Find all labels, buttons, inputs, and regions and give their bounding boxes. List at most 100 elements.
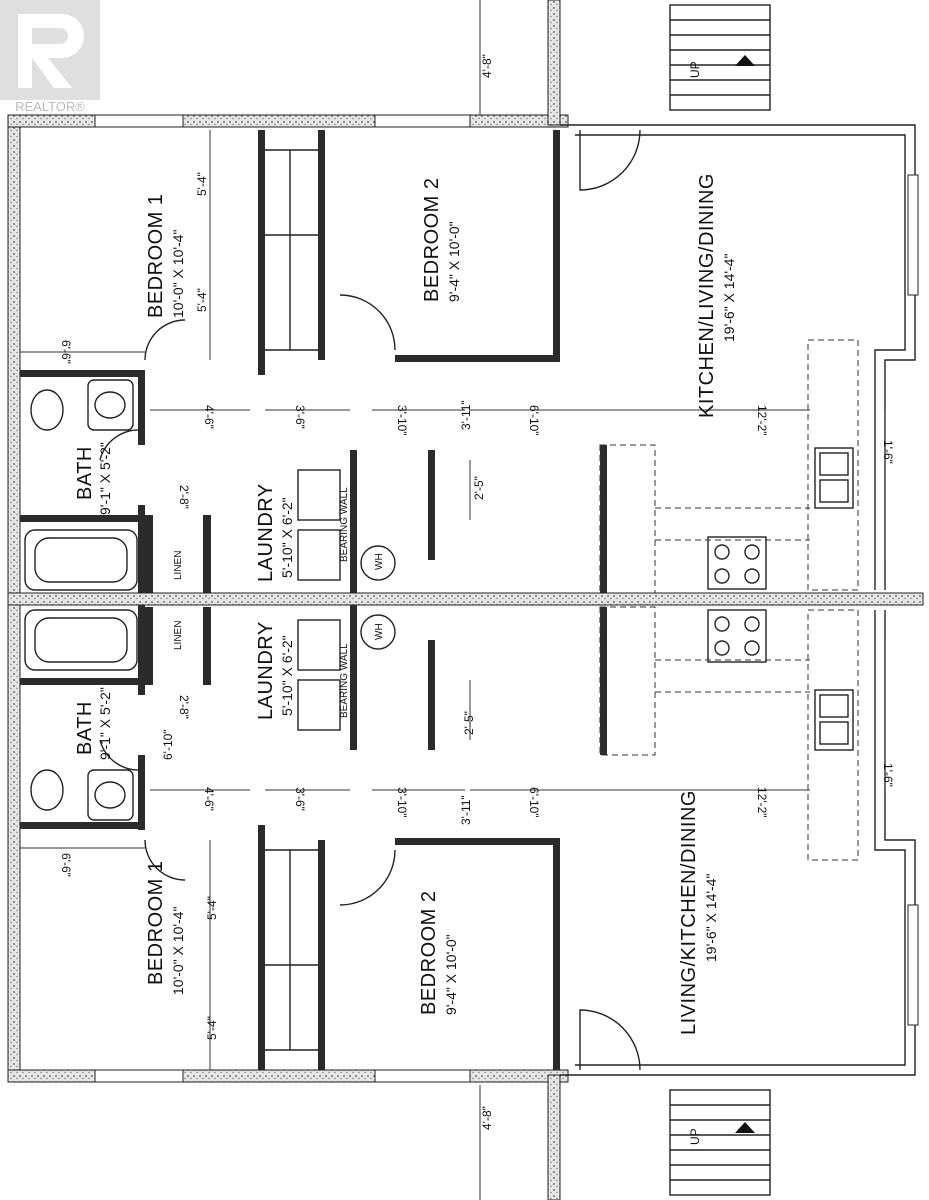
water-heater <box>360 545 396 581</box>
dim-bottom-4: 4'-6" <box>202 787 216 811</box>
sink-bowl <box>94 391 126 419</box>
wall <box>145 607 153 685</box>
window <box>94 1069 184 1083</box>
dim-bottom-12: 2'-8" <box>177 695 191 719</box>
bathtub-basin <box>34 537 128 583</box>
wall <box>428 640 435 750</box>
wall <box>138 370 145 445</box>
room-dims-laundry-bottom: 5'-10" X 6'-2" <box>279 635 295 716</box>
wall <box>258 825 265 1070</box>
exterior-wall-bottom <box>7 1069 569 1083</box>
dim-top-7: 3'-11" <box>459 400 473 430</box>
dim-bottom-1: 5'-4" <box>205 896 219 920</box>
dim-top-8: 6'-10" <box>527 405 541 436</box>
wall <box>20 822 145 829</box>
room-label-kitchen-bottom: LIVING/KITCHEN/DINING <box>678 790 700 1035</box>
room-label-laundry-top: LAUNDRY <box>255 483 277 582</box>
window <box>374 114 471 128</box>
wall <box>20 515 145 522</box>
toilet <box>30 389 64 431</box>
stairs-label-top: UP <box>688 61 702 78</box>
wall <box>138 505 145 595</box>
door-swing <box>339 294 396 351</box>
stair-wall <box>547 1074 561 1200</box>
burner <box>714 616 730 632</box>
wall <box>138 605 145 695</box>
room-label-laundry-bottom: LAUNDRY <box>255 621 277 720</box>
door-swing <box>144 839 186 881</box>
dim-top-10: 1'-6" <box>881 440 895 464</box>
room-dims-bedroom2-top: 9'-4" X 10'-0" <box>446 221 462 302</box>
dim-top-2: 5'-4" <box>195 288 209 312</box>
wall <box>553 130 560 362</box>
realtor-logo: REALTOR® <box>0 0 100 114</box>
window <box>374 1069 471 1083</box>
dim-bottom-2: 5'-4" <box>205 1016 219 1040</box>
wall <box>553 838 560 1070</box>
dim-top-12: 2'-8" <box>177 485 191 509</box>
counter-line <box>655 507 810 541</box>
wall <box>20 678 145 685</box>
logo-text: REALTOR® <box>15 99 85 114</box>
sink-basin <box>819 721 849 745</box>
burner <box>714 544 730 560</box>
exterior-wall-right <box>560 610 916 1076</box>
washer <box>297 619 341 671</box>
dimension-lines <box>20 640 886 1200</box>
dim-bottom-5: 3'-6" <box>293 787 307 811</box>
realtor-r-icon <box>18 14 84 88</box>
bearing-wall <box>350 450 357 595</box>
wall <box>600 445 607 593</box>
water-heater-label-top: WH <box>374 553 385 570</box>
wall <box>203 515 211 593</box>
door-swing <box>144 319 186 361</box>
room-label-bath-top: BATH <box>74 446 96 500</box>
dim-bottom-13: 6'-10" <box>161 729 175 760</box>
dim-top-6: 3'-10" <box>395 405 409 436</box>
bearing-wall-label-top: BEARING WALL <box>339 487 350 562</box>
room-label-bedroom1-bottom: BEDROOM 1 <box>145 860 167 985</box>
room-dims-bedroom1-top: 10'-0" X 10'-4" <box>170 230 186 318</box>
closet <box>265 849 318 1051</box>
kitchen-sink <box>814 447 854 509</box>
entry-door <box>579 1009 641 1071</box>
island <box>599 444 656 594</box>
window <box>94 114 184 128</box>
dim-bottom-6: 3'-10" <box>395 787 409 818</box>
wall <box>145 515 153 593</box>
window <box>907 174 919 296</box>
room-label-bedroom1-top: BEDROOM 1 <box>145 193 167 318</box>
burner <box>744 640 760 656</box>
stair-treads <box>670 1104 770 1181</box>
counter <box>807 339 859 591</box>
exterior-wall-right <box>560 124 916 590</box>
room-dims-bath-bottom: 9'-1" X 5'-2" <box>97 687 113 760</box>
wall <box>203 607 211 685</box>
room-label-kitchen-top: KITCHEN/LIVING/DINING <box>696 173 718 418</box>
stairs <box>669 1089 771 1196</box>
toilet <box>30 769 64 811</box>
sink-basin <box>819 694 849 718</box>
bearing-wall <box>350 605 357 750</box>
linen-label-top: LINEN <box>173 551 184 580</box>
dim-top-11: 2'-5" <box>472 476 486 500</box>
dim-top-9: 12'-2" <box>755 405 769 436</box>
room-label-bath-bottom: BATH <box>74 701 96 755</box>
water-heater <box>360 614 396 650</box>
burner <box>744 616 760 632</box>
room-dims-kitchen-top: 19'-6" X 14'-4" <box>721 254 737 342</box>
stairs-arrow-icon <box>735 1122 755 1133</box>
room-dims-laundry-top: 5'-10" X 6'-2" <box>279 497 295 578</box>
dim-bottom-0: 4'-8" <box>480 1106 494 1130</box>
wall <box>258 130 265 375</box>
dim-top-1: 5'-4" <box>195 172 209 196</box>
bearing-wall-label-bottom: BEARING WALL <box>339 643 350 718</box>
dim-bottom-3: 6'-6" <box>59 853 73 877</box>
dim-bottom-7: 3'-11" <box>459 795 473 825</box>
counter <box>807 609 859 861</box>
wall <box>20 370 145 377</box>
bathtub-basin <box>34 617 128 663</box>
stair-treads <box>670 19 770 96</box>
dryer <box>297 529 341 581</box>
